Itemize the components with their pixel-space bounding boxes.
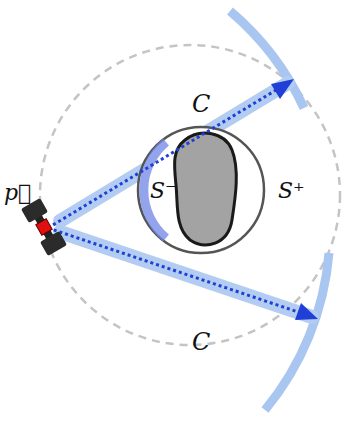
robot-icon xyxy=(21,198,67,256)
arrow-head xyxy=(295,303,318,320)
cone-label: C xyxy=(192,330,210,354)
cone-arc xyxy=(265,253,329,410)
position-label: p⃗ xyxy=(4,182,31,204)
region-label: S⁺ xyxy=(278,180,305,202)
region-label: S⁻ xyxy=(150,180,177,202)
arrow-head xyxy=(271,79,294,99)
ray-line xyxy=(48,228,310,316)
ray-line xyxy=(48,84,286,228)
cone-label: C xyxy=(192,92,210,116)
obstacle-blob xyxy=(175,133,237,245)
bounding-circle xyxy=(138,127,264,253)
